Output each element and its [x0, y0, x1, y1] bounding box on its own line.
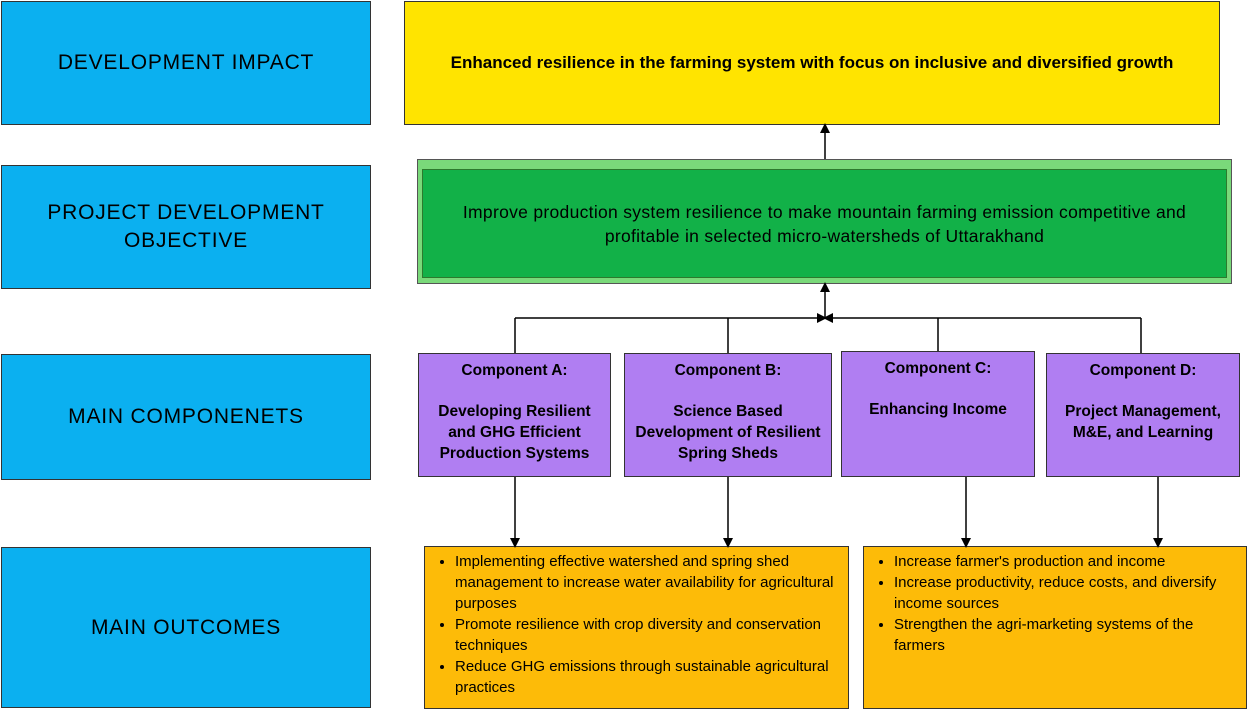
row-label-development-impact: DEVELOPMENT IMPACT — [1, 1, 371, 125]
objective-box: Improve production system resilience to … — [417, 159, 1232, 284]
row-label-main-components: MAIN COMPONENETS — [1, 354, 371, 480]
development-impact-box: Enhanced resilience in the farming syste… — [404, 1, 1220, 125]
outcomes-right-list: Increase farmer's production and income … — [864, 547, 1246, 656]
component-d-desc: Project Management, M&E, and Learning — [1065, 403, 1221, 441]
component-c-title: Component C: — [884, 360, 992, 377]
component-c-box: Component C: Enhancing Income — [841, 351, 1035, 477]
objective-text: Improve production system resilience to … — [422, 169, 1227, 278]
component-a-box: Component A: Developing Resilient and GH… — [418, 353, 611, 477]
component-c-desc: Enhancing Income — [869, 401, 1007, 418]
outcomes-left-list: Implementing effective watershed and spr… — [425, 547, 848, 698]
component-b-box: Component B: Science Based Development o… — [624, 353, 832, 477]
row-label-project-development-objective: PROJECT DEVELOPMENT OBJECTIVE — [1, 165, 371, 289]
outcome-item: Reduce GHG emissions through sustainable… — [455, 656, 840, 698]
outcome-item: Promote resilience with crop diversity a… — [455, 614, 840, 656]
outcomes-right-box: Increase farmer's production and income … — [863, 546, 1247, 709]
outcome-item: Increase productivity, reduce costs, and… — [894, 572, 1238, 614]
outcome-item: Increase farmer's production and income — [894, 551, 1238, 572]
component-b-desc: Science Based Development of Resilient S… — [635, 403, 821, 462]
component-a-desc: Developing Resilient and GHG Efficient P… — [438, 403, 591, 462]
outcome-item: Strengthen the agri-marketing systems of… — [894, 614, 1238, 656]
outcome-item: Implementing effective watershed and spr… — [455, 551, 840, 614]
row-label-main-outcomes: MAIN OUTCOMES — [1, 547, 371, 708]
component-d-box: Component D: Project Management, M&E, an… — [1046, 353, 1240, 477]
component-d-title: Component D: — [1089, 362, 1197, 379]
outcomes-left-box: Implementing effective watershed and spr… — [424, 546, 849, 709]
component-b-title: Component B: — [674, 362, 782, 379]
component-a-title: Component A: — [461, 362, 568, 379]
